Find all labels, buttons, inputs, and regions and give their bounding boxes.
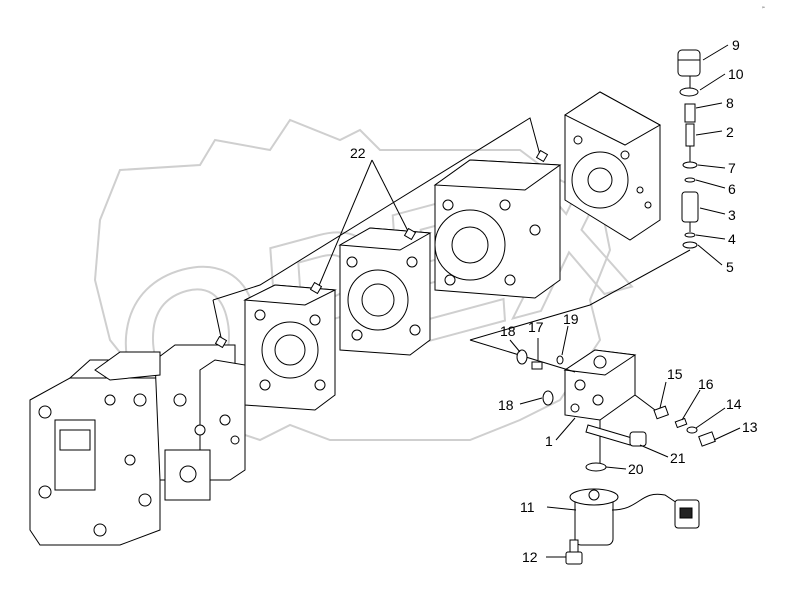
leader-lines	[509, 44, 741, 558]
callout-8: 8	[726, 95, 734, 111]
solenoid-block	[469, 249, 691, 470]
callout-1: 1	[545, 433, 553, 449]
callout-6: 6	[728, 181, 736, 197]
callout-12: 12	[522, 549, 538, 565]
callout-19: 19	[563, 311, 579, 327]
valve-section-3	[433, 159, 562, 299]
callout-11: 11	[520, 499, 535, 515]
callout-17: 17	[528, 319, 544, 335]
callout-10: 10	[728, 66, 744, 82]
bolt-21	[585, 424, 647, 447]
valve-section-2	[338, 227, 432, 356]
callout-22: 22	[350, 145, 366, 161]
callout-18-upper: 18	[500, 323, 516, 339]
callout-18-lower: 18	[498, 397, 514, 413]
callout-7: 7	[728, 160, 736, 176]
small-seal-parts	[516, 349, 564, 406]
callout-15: 15	[667, 366, 683, 382]
callout-4: 4	[728, 231, 736, 247]
callout-2: 2	[726, 124, 734, 140]
callout-3: 3	[728, 207, 736, 223]
o-ring-20	[585, 462, 607, 472]
screw-12	[565, 539, 583, 565]
callout-5: 5	[726, 259, 734, 275]
callout-9: 9	[732, 37, 740, 53]
seal-callout-tree	[212, 117, 549, 349]
callout-14: 14	[726, 396, 742, 412]
fittings-group	[634, 394, 716, 447]
solenoid-coil	[569, 488, 700, 546]
callout-13: 13	[742, 419, 758, 435]
callout-20: 20	[628, 461, 644, 477]
callout-labels: 9 10 8 2 7 6 3 4 5 22 18 17 19 18 15 16 …	[350, 37, 758, 565]
callout-21: 21	[670, 450, 686, 466]
corner-code: ᵖᵘ	[762, 5, 766, 10]
relief-valve-stack	[677, 49, 701, 249]
valve-section-1	[243, 284, 337, 411]
valve-stack-assembly	[29, 344, 246, 546]
callout-16: 16	[698, 376, 714, 392]
end-cover-block	[563, 91, 662, 241]
